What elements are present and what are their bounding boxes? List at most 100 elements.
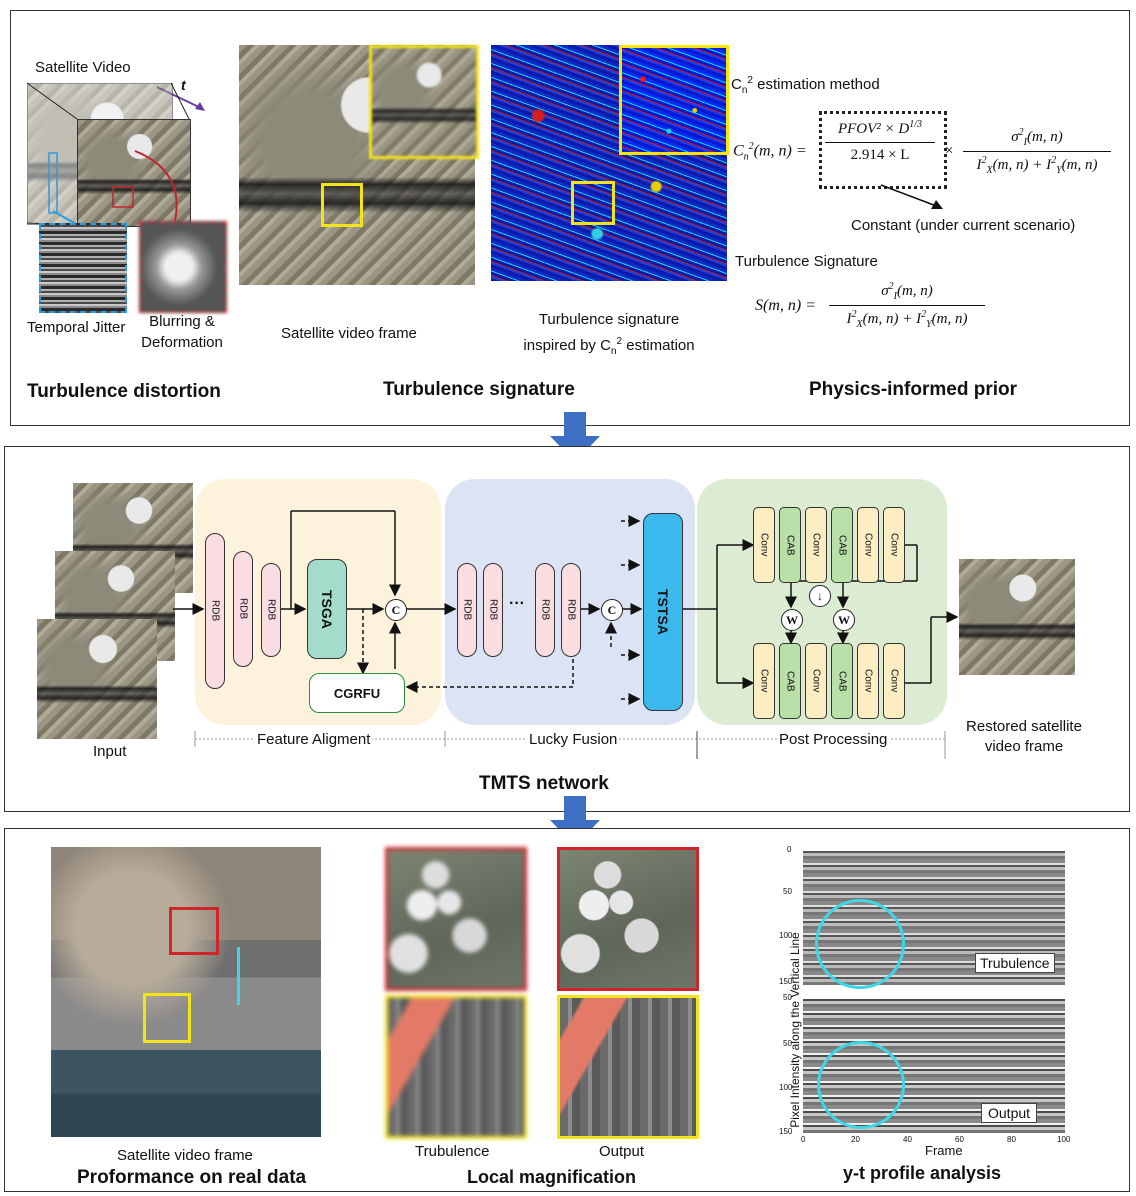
physics-prior-panel: Satellite Video t Temporal Jitter Blurri… bbox=[10, 10, 1130, 426]
flow-arrow-icon bbox=[550, 796, 600, 846]
yard-highlight-box bbox=[143, 993, 191, 1043]
cn2-first-fraction: PFOV² × D1/3 2.914 × L bbox=[819, 119, 941, 164]
downsample-node: ↓ bbox=[809, 585, 831, 607]
rdb-block: RDB bbox=[233, 551, 253, 667]
flow-arrow-icon bbox=[550, 412, 600, 462]
cn2-times: × bbox=[945, 143, 954, 159]
temporal-jitter-label: Temporal Jitter bbox=[27, 319, 126, 336]
video-cube-front-frame bbox=[77, 119, 191, 227]
video-cube-edges bbox=[26, 82, 190, 230]
zoom-turbulence-yard bbox=[385, 995, 527, 1139]
frame-highlight-box bbox=[321, 183, 363, 227]
section-label-fusion: Lucky Fusion bbox=[527, 731, 620, 748]
concat-node: C bbox=[385, 599, 407, 621]
blurring-label: Blurring &Deformation bbox=[141, 313, 223, 351]
rdb-block: RDB bbox=[561, 563, 581, 657]
yt-highlight-circle bbox=[817, 1041, 905, 1129]
yt-highlight-circle bbox=[815, 899, 905, 989]
s-fraction: σ2I(m, n) I2X(m, n) + I2Y(m, n) bbox=[827, 281, 987, 330]
real-satellite-frame bbox=[51, 847, 321, 1137]
cgrfu-block: CGRFU bbox=[309, 673, 405, 713]
constant-label: Constant (under current scenario) bbox=[851, 217, 1076, 234]
yt-y-axis-label: Pixel Intensity along the Vertical Line bbox=[788, 932, 802, 1128]
rdb-block: RDB bbox=[457, 563, 477, 657]
conv-block: Conv bbox=[883, 507, 905, 583]
temporal-jitter-image bbox=[39, 223, 127, 313]
section-label-post: Post Processing bbox=[777, 731, 890, 748]
vertical-profile-line bbox=[237, 947, 240, 1005]
ellipsis: ··· bbox=[509, 595, 525, 612]
turbulence-signature-label: Turbulence Signature bbox=[735, 253, 878, 270]
signature-highlight-box bbox=[571, 181, 615, 225]
heading-yt-profile: y-t profile analysis bbox=[843, 1163, 1002, 1183]
time-axis-label: t bbox=[181, 77, 186, 93]
heading-turbulence-signature: Turbulence signature bbox=[383, 379, 575, 400]
constant-pointer-arrow bbox=[880, 184, 943, 209]
conv-block: Conv bbox=[805, 507, 827, 583]
real-data-panel: Satellite video frame Proformance on rea… bbox=[4, 828, 1130, 1192]
zoom-output-oil bbox=[557, 847, 699, 991]
zoom-turbulence-label: Trubulence bbox=[415, 1143, 490, 1160]
real-frame-caption: Satellite video frame bbox=[117, 1147, 253, 1164]
yt-ytick: 50 bbox=[783, 1039, 792, 1048]
cab-block: CAB bbox=[779, 643, 801, 719]
oil-tank-highlight-box bbox=[169, 907, 219, 955]
heading-turbulence-distortion: Turbulence distortion bbox=[27, 381, 221, 402]
yt-xtick: 80 bbox=[1007, 1135, 1016, 1144]
cn2-second-fraction: σ2I(m, n) I2X(m, n) + I2Y(m, n) bbox=[961, 127, 1113, 176]
heading-physics-prior: Physics-informed prior bbox=[809, 379, 1017, 400]
satellite-video-label: Satellite Video bbox=[35, 59, 131, 76]
concat-node: C bbox=[601, 599, 623, 621]
conv-block: Conv bbox=[753, 507, 775, 583]
input-label: Input bbox=[93, 743, 127, 760]
cab-block: CAB bbox=[831, 507, 853, 583]
conv-block: Conv bbox=[805, 643, 827, 719]
yt-xtick: 100 bbox=[1057, 1135, 1071, 1144]
yt-ytick: 100 bbox=[779, 931, 793, 940]
heading-real-data: Proformance on real data bbox=[77, 1167, 307, 1188]
constant-dotted-box bbox=[819, 111, 947, 189]
section-label-alignment: Feature Aligment bbox=[255, 731, 373, 748]
yt-ytick: 0 bbox=[787, 845, 792, 854]
cn2-method-label: Cn2 estimation method bbox=[731, 75, 880, 96]
yt-ytick: 100 bbox=[779, 1083, 793, 1092]
yt-ytick: 50 bbox=[783, 993, 792, 1002]
conv-block: Conv bbox=[883, 643, 905, 719]
weight-node: W bbox=[781, 609, 803, 631]
zoom-turbulence-oil bbox=[385, 847, 527, 991]
cn2-lhs: Cn2(m, n) = bbox=[733, 141, 807, 163]
tmts-network-panel: Input bbox=[4, 446, 1130, 812]
heading-local-magnification: Local magnification bbox=[467, 1167, 637, 1187]
rdb-block: RDB bbox=[483, 563, 503, 657]
restored-frame-image bbox=[959, 559, 1075, 675]
zoom-output-label: Output bbox=[599, 1143, 645, 1160]
rdb-block: RDB bbox=[205, 533, 225, 689]
rdb-block: RDB bbox=[535, 563, 555, 657]
tsga-block: TSGA bbox=[307, 559, 347, 659]
yt-ytick: 150 bbox=[779, 1127, 793, 1136]
conv-block: Conv bbox=[857, 507, 879, 583]
yt-xtick: 20 bbox=[851, 1135, 860, 1144]
satellite-frame-zoom bbox=[369, 45, 479, 159]
turbulence-signature-zoom bbox=[619, 45, 729, 155]
input-frame-3 bbox=[37, 619, 157, 739]
signature-caption: Turbulence signature inspired by Cn2 est… bbox=[523, 311, 695, 357]
conv-block: Conv bbox=[857, 643, 879, 719]
yt-ytick: 150 bbox=[779, 977, 793, 986]
cab-block: CAB bbox=[779, 507, 801, 583]
s-lhs: S(m, n) = bbox=[755, 297, 817, 314]
weight-node: W bbox=[833, 609, 855, 631]
zoom-output-yard bbox=[557, 995, 699, 1139]
tstsa-block: TSTSA bbox=[643, 513, 683, 711]
blurring-deformation-image bbox=[139, 221, 227, 313]
rdb-block: RDB bbox=[261, 563, 281, 657]
yt-xtick: 60 bbox=[955, 1135, 964, 1144]
tmts-network-title: TMTS network bbox=[479, 773, 609, 794]
yt-output-label: Output bbox=[981, 1103, 1038, 1123]
yt-ytick: 50 bbox=[783, 887, 792, 896]
satellite-frame-caption: Satellite video frame bbox=[281, 325, 417, 342]
yt-turbulence-label: Trubulence bbox=[975, 953, 1055, 973]
yt-x-axis-label: Frame bbox=[925, 1143, 963, 1158]
yt-xtick: 0 bbox=[801, 1135, 806, 1144]
conv-block: Conv bbox=[753, 643, 775, 719]
